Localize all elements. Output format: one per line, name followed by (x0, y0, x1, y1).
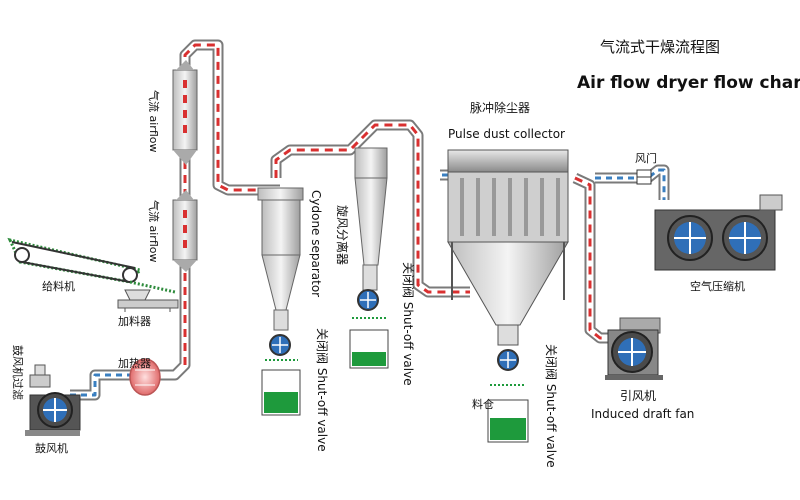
valve1-label: 关闭阀 Shut-off valve (315, 328, 329, 452)
blower (25, 364, 81, 436)
pulse-cn-label: 脉冲除尘器 (470, 100, 530, 115)
pulse-dust-collector (447, 149, 569, 443)
dryer-column (172, 60, 198, 272)
bin-label: 料仓 (472, 397, 494, 411)
induced-draft-fan (605, 317, 663, 380)
cyclone-cn-label: 旋风分离器 (335, 205, 350, 265)
screw-feeder (117, 289, 179, 312)
fan-cn-label: 引风机 (620, 389, 656, 403)
damper-label: 风门 (635, 151, 657, 165)
title-en: Air flow dryer flow chart (577, 73, 800, 93)
cyclone-separator-1 (257, 187, 304, 416)
conveyor-label: 给料机 (42, 279, 75, 293)
heater-label: 加热器 (118, 357, 151, 370)
airflow-lower-label: 气流 airflow (147, 200, 161, 262)
valve3-label: 关闭阀 Shut-off valve (544, 344, 558, 468)
title-cn: 气流式干燥流程图 (600, 38, 720, 56)
pulse-en-label: Pulse dust collector (448, 127, 565, 141)
fan-en-label: Induced draft fan (591, 407, 694, 421)
pipes (70, 39, 670, 401)
blower-label: 鼓风机 (35, 441, 68, 455)
airflow-upper-label: 气流 airflow (147, 90, 161, 152)
damper (636, 169, 652, 185)
belt-conveyor (7, 237, 176, 294)
feeder-label: 加料器 (118, 314, 151, 328)
air-compressor (654, 194, 783, 271)
cyclone-en-label: Cydone separator (309, 190, 323, 297)
heater (129, 358, 161, 396)
labels: 气流式干燥流程图 Air flow dryer flow chart 气流 ai… (11, 38, 800, 468)
compressor-label: 空气压缩机 (690, 279, 745, 293)
valve2-label: 关闭阀 Shut-off valve (401, 262, 415, 386)
cyclone-separator-2 (349, 147, 389, 369)
blower-side-label: 鼓风机过滤 (11, 345, 25, 400)
